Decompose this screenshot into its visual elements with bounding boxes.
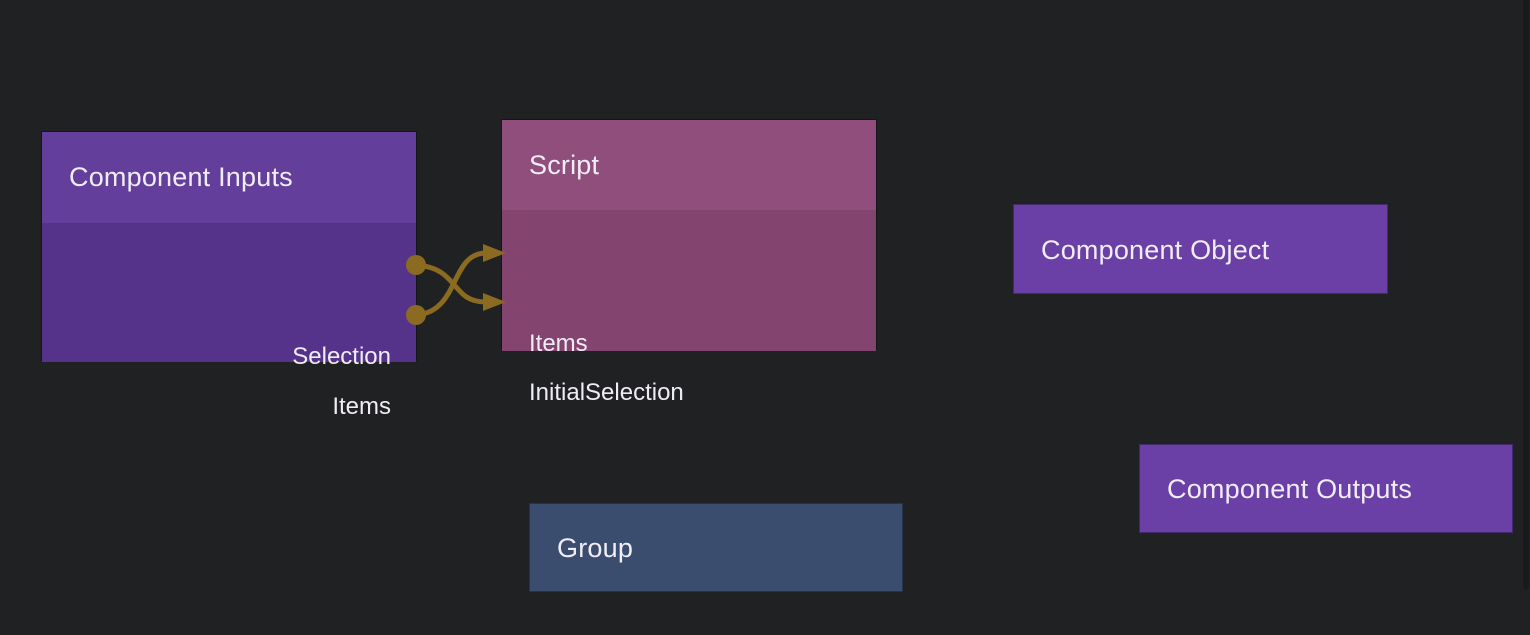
node-title: Component Object bbox=[1041, 234, 1270, 265]
node-component-inputs-body: Selection Items bbox=[42, 223, 416, 420]
node-script-body: Items InitialSelection bbox=[502, 210, 876, 406]
node-title: Script bbox=[529, 149, 600, 180]
wire-selection-to-initialselection[interactable] bbox=[413, 262, 489, 305]
vertical-scrollbar[interactable] bbox=[1522, 0, 1530, 635]
output-port-items[interactable]: Items bbox=[332, 393, 391, 420]
wire-items-to-items[interactable] bbox=[413, 250, 489, 318]
node-component-inputs-header[interactable]: Component Inputs bbox=[42, 132, 416, 223]
input-port-initialselection[interactable]: InitialSelection bbox=[529, 379, 684, 406]
node-title: Group bbox=[557, 533, 634, 563]
node-title: Component Outputs bbox=[1167, 474, 1413, 504]
node-component-object[interactable]: Component Object bbox=[1013, 204, 1388, 294]
node-component-outputs[interactable]: Component Outputs bbox=[1139, 444, 1513, 533]
node-component-inputs[interactable]: Component Inputs Selection Items bbox=[41, 131, 417, 420]
node-title: Component Inputs bbox=[69, 162, 293, 192]
output-port-selection[interactable]: Selection bbox=[292, 343, 391, 370]
input-port-items[interactable]: Items bbox=[529, 330, 588, 357]
vertical-scrollbar-thumb[interactable] bbox=[1523, 0, 1529, 590]
node-group[interactable]: Group bbox=[529, 503, 903, 592]
node-script-header[interactable]: Script bbox=[502, 120, 876, 210]
node-script[interactable]: Script Items InitialSelection bbox=[501, 119, 877, 406]
